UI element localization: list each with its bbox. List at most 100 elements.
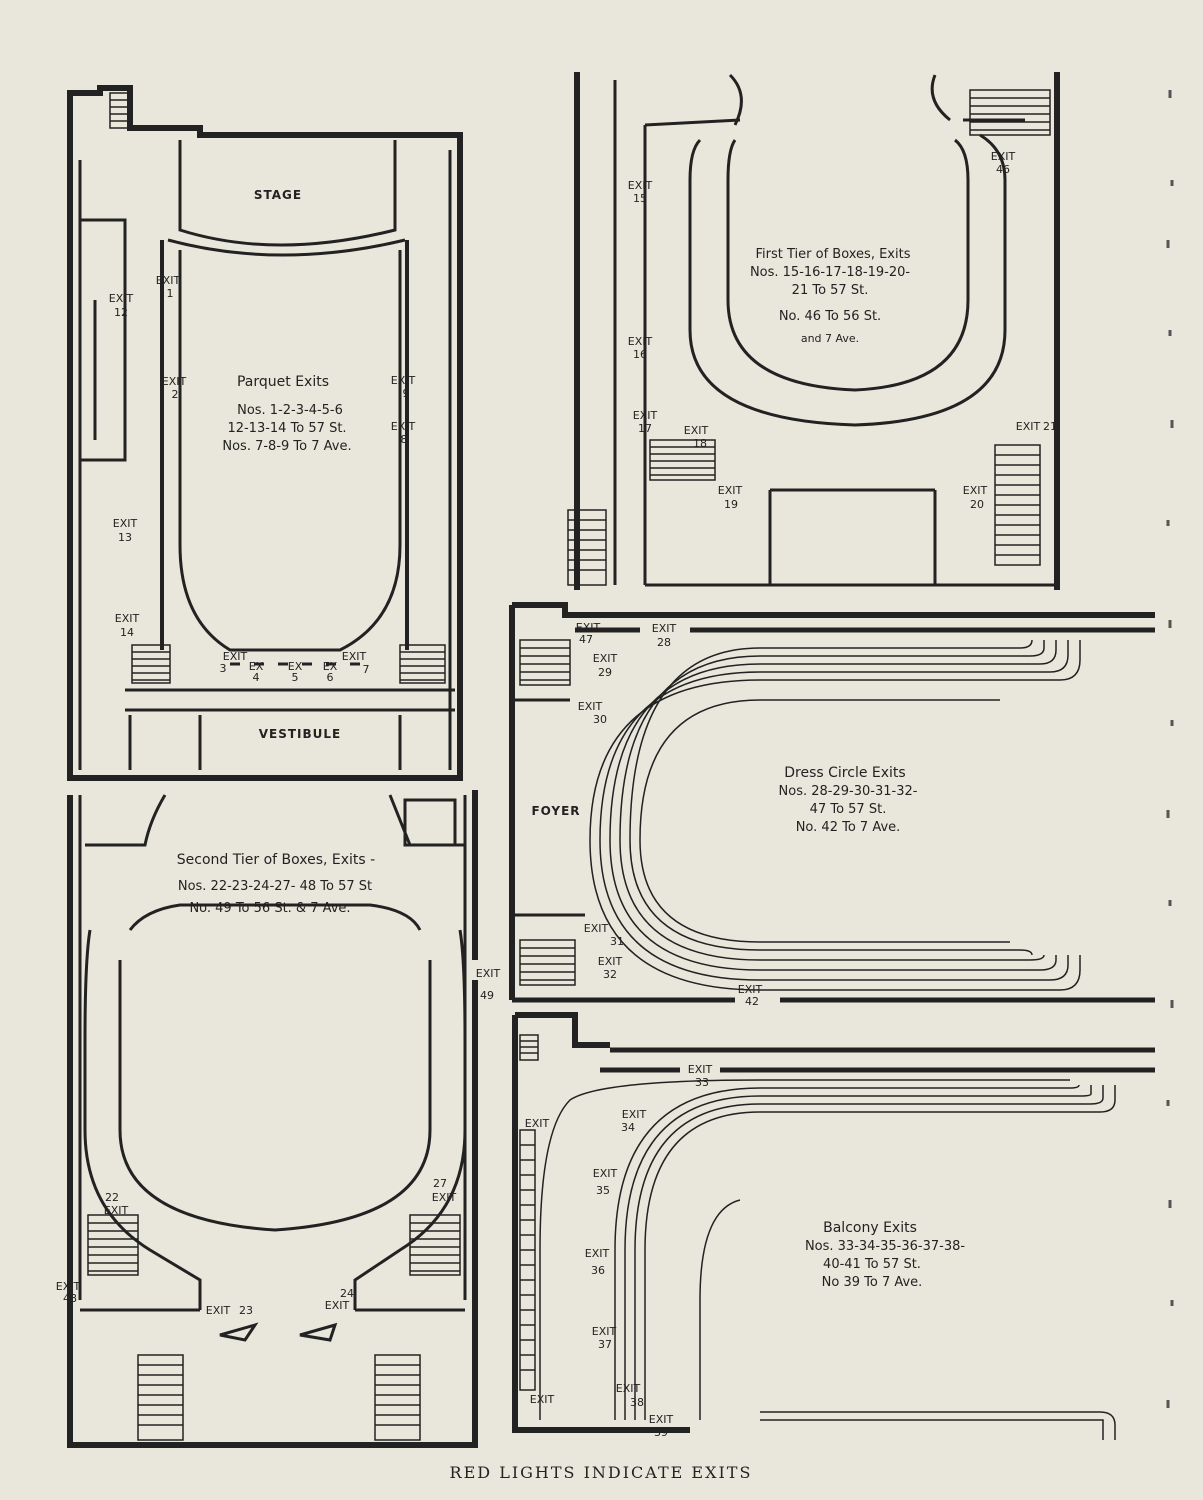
balcony-outer-wall	[512, 1012, 690, 1433]
exit-number: 14	[120, 626, 134, 639]
exit-number: 23	[239, 1304, 253, 1317]
balcony-exits: EXIT 33 EXIT EXIT 34 EXIT 35 EXIT 36 EXI…	[525, 1063, 713, 1439]
balcony-rows	[539, 1079, 1116, 1440]
dress-circle-stairs	[519, 639, 576, 986]
second-tier-outer-wall	[67, 790, 478, 1448]
balcony-stairs	[519, 1034, 539, 1391]
exit-label: EXIT	[578, 700, 603, 713]
exit-label: EXIT	[104, 1204, 129, 1217]
exit-number: 47	[579, 633, 593, 646]
balcony-walls	[600, 1047, 1155, 1073]
exit-label: EXIT	[652, 622, 677, 635]
dress-circle-exits: EXIT 47 EXIT 28 EXIT 29 EXIT 30 EXIT 31 …	[576, 621, 763, 1008]
second-tier-exits: EXIT 49 22 EXIT 27 EXIT EXIT 48 EXIT 23 …	[56, 967, 501, 1317]
second-tier-line-1: Nos. 22-23-24-27- 48 To 57 St	[178, 879, 372, 894]
second-tier-title: Second Tier of Boxes, Exits -	[177, 852, 375, 868]
parquet-orchestra-outline	[178, 250, 402, 652]
exit-label: EX	[323, 660, 338, 673]
exit-number: 2	[172, 388, 179, 401]
dress-circle-plan: FOYER Dress Circle Exits Nos. 28-29-30-3…	[509, 602, 1155, 1008]
first-tier-stairs	[567, 89, 1051, 586]
dress-circle-title: Dress Circle Exits	[784, 765, 905, 781]
exit-number: 49	[480, 989, 494, 1002]
exit-label: EXIT	[628, 179, 653, 192]
parquet-stairs	[109, 92, 446, 684]
parquet-line-2: 12-13-14 To 57 St.	[227, 421, 346, 436]
exit-label: EXIT	[684, 424, 709, 437]
exit-number: 18	[693, 437, 707, 450]
exit-label: EXIT	[1016, 420, 1041, 433]
exit-label: EXIT	[113, 517, 138, 530]
balcony-plan: Balcony Exits Nos. 33-34-35-36-37-38- 40…	[512, 1012, 1155, 1440]
first-tier-inner-ring	[726, 138, 970, 392]
exit-number: 4	[253, 671, 260, 684]
exit-number: 37	[598, 1338, 612, 1351]
exit-label: EXIT	[633, 409, 658, 422]
second-tier-proscenium	[85, 794, 465, 847]
exit-label: EXIT	[162, 375, 187, 388]
exit-label: EXIT	[592, 1325, 617, 1338]
exit-label: EXIT	[585, 1247, 610, 1260]
exit-label: EX	[288, 660, 303, 673]
dress-circle-line-2: 47 To 57 St.	[810, 802, 887, 817]
parquet-aisle-walls	[160, 240, 409, 650]
first-tier-walls	[613, 80, 1057, 587]
exit-label: EXIT	[109, 292, 134, 305]
exit-number: 9	[403, 387, 410, 400]
exit-number: 16	[633, 348, 647, 361]
exit-number: 29	[598, 666, 612, 679]
foyer-label: FOYER	[531, 804, 580, 818]
second-tier-inner-ring	[118, 903, 432, 1232]
exit-number: 46	[996, 163, 1010, 176]
exit-number: 22	[105, 1191, 119, 1204]
stage-apron	[167, 238, 406, 257]
exit-label: EXIT	[432, 1191, 457, 1204]
exit-number: 31	[610, 935, 624, 948]
exit-label: EXIT	[115, 612, 140, 625]
parquet-exits: EXIT 1 EXIT 2 EXIT 12 EXIT 13 EXIT 14 EX…	[109, 274, 416, 684]
exit-number: 3	[220, 662, 227, 675]
stage-outline	[178, 140, 397, 247]
second-tier-outer-ring	[83, 929, 467, 1310]
exit-number: 35	[596, 1184, 610, 1197]
second-tier-line-2: No. 49 To 56 St. & 7 Ave.	[189, 901, 350, 916]
exit-label: EXIT	[56, 1280, 81, 1293]
first-tier-back-box	[768, 488, 937, 585]
exit-number: 15	[633, 192, 647, 205]
exit-number: 20	[970, 498, 984, 511]
exit-label: EXIT	[584, 922, 609, 935]
first-tier-top-walls	[644, 118, 1025, 127]
dress-circle-outer-wall	[509, 602, 1155, 1000]
exit-label: EXIT	[525, 1117, 550, 1130]
first-tier-line-3: No. 46 To 56 St.	[779, 309, 881, 324]
first-tier-plan: First Tier of Boxes, Exits Nos. 15-16-17…	[567, 72, 1060, 590]
exit-number: 34	[621, 1121, 635, 1134]
exit-number: 32	[603, 968, 617, 981]
parquet-line-3: Nos. 7-8-9 To 7 Ave.	[222, 439, 351, 454]
parquet-left-partition	[80, 218, 127, 462]
first-tier-line-2: 21 To 57 St.	[792, 283, 869, 298]
exit-number: 8	[401, 433, 408, 446]
first-tier-outer-wall	[574, 72, 1060, 590]
first-tier-line-1: Nos. 15-16-17-18-19-20-	[750, 265, 910, 280]
parquet-inner-wall	[78, 150, 452, 770]
exit-number: 21	[1043, 420, 1057, 433]
exit-label: EXIT	[628, 335, 653, 348]
second-tier-stairs	[87, 1214, 461, 1441]
exit-label: EXIT	[576, 621, 601, 634]
exit-number: 19	[724, 498, 738, 511]
balcony-title: Balcony Exits	[823, 1220, 917, 1236]
balcony-line-2: 40-41 To 57 St.	[823, 1257, 921, 1272]
exit-number: 38	[630, 1396, 644, 1409]
exit-number: 12	[114, 306, 128, 319]
exit-number: 24	[340, 1287, 354, 1300]
parquet-plan: STAGE VESTIBULE Parquet Exits Nos. 1-2-3…	[67, 85, 463, 781]
balcony-line-3: No 39 To 7 Ave.	[822, 1275, 923, 1290]
exit-label: EXIT	[593, 1167, 618, 1180]
exit-label: EXIT	[593, 652, 618, 665]
exit-number: 13	[118, 531, 132, 544]
exit-label: EX	[249, 660, 264, 673]
exit-number: 1	[167, 287, 174, 300]
exit-number: 30	[593, 713, 607, 726]
